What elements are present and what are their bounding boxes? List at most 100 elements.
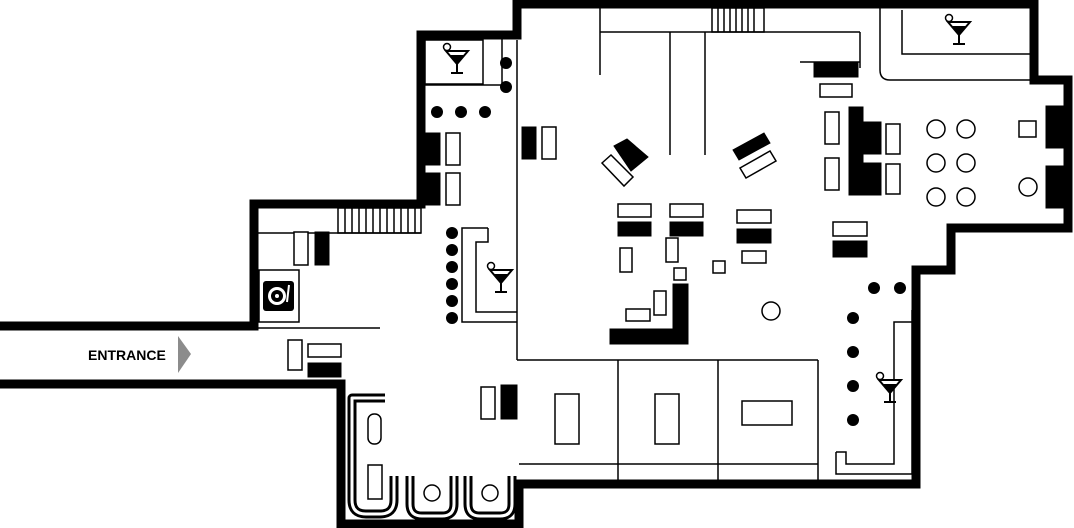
round-tables	[423, 119, 1038, 502]
booth-table	[367, 413, 382, 445]
cocktail-glass-icon	[944, 13, 973, 45]
round-table	[956, 153, 976, 173]
staircase	[711, 7, 765, 33]
sofa	[424, 132, 441, 166]
bar-counters	[424, 10, 1030, 475]
round-table	[956, 119, 976, 139]
chair	[885, 123, 901, 155]
bar-stool	[500, 57, 512, 69]
chair	[741, 250, 767, 264]
bar-stools	[431, 57, 906, 426]
glass-garnish	[486, 261, 496, 271]
chair	[293, 231, 309, 266]
sofa	[1045, 105, 1067, 149]
chair	[480, 386, 496, 420]
glass-garnish	[442, 42, 452, 52]
u-booths	[347, 393, 517, 521]
arrow-right-icon	[178, 336, 191, 373]
sofa	[617, 221, 652, 237]
sofa	[848, 152, 864, 196]
bar-stool	[500, 81, 512, 93]
cocktail-glass-icon	[875, 371, 904, 403]
stair-outline	[711, 7, 765, 33]
sofa	[314, 231, 330, 266]
booth-inner	[350, 396, 396, 516]
sofa	[813, 61, 859, 78]
chair	[885, 163, 901, 195]
bar-counter	[901, 10, 1030, 55]
sofa	[307, 362, 342, 378]
booth-inner	[408, 476, 456, 518]
chair	[712, 260, 726, 274]
glass-garnish	[875, 371, 885, 381]
bar-stool	[446, 244, 458, 256]
sofa	[862, 121, 882, 155]
bar-counter	[461, 227, 517, 323]
chair	[619, 247, 633, 273]
sofa	[609, 283, 689, 345]
bar-counter	[424, 39, 484, 85]
chair	[625, 308, 651, 322]
turntable-icon	[258, 269, 300, 323]
sofa	[832, 240, 868, 258]
bar-stool	[455, 106, 467, 118]
bar-stool	[431, 106, 443, 118]
round-table	[761, 301, 781, 321]
round-table	[1018, 177, 1038, 197]
round-table	[926, 187, 946, 207]
chair	[736, 209, 772, 224]
cocktail-glass-icon	[442, 42, 471, 74]
bar-stool	[847, 312, 859, 324]
chair	[673, 267, 687, 281]
sofa	[862, 162, 882, 196]
chair	[617, 203, 652, 218]
booth-table	[654, 393, 680, 445]
bar-stool	[847, 380, 859, 392]
sofa	[736, 228, 772, 244]
bar-stool	[446, 312, 458, 324]
round-table	[481, 484, 499, 502]
chair	[445, 132, 461, 166]
chair	[1018, 120, 1037, 138]
round-table	[956, 187, 976, 207]
glass-liquid	[494, 274, 508, 282]
turntable-spindle	[275, 294, 279, 298]
bar-stool	[446, 227, 458, 239]
booth-table	[741, 400, 793, 426]
chair	[832, 221, 868, 237]
bar-stool	[847, 414, 859, 426]
chair	[819, 83, 853, 98]
sofa	[613, 138, 649, 172]
bar-counter	[475, 228, 517, 313]
round-table	[926, 119, 946, 139]
chair	[665, 237, 679, 263]
sofas	[307, 61, 1067, 420]
chairs	[287, 83, 1037, 500]
bar-stool	[894, 282, 906, 294]
chair	[307, 343, 342, 358]
sofa	[1045, 165, 1067, 209]
chair	[367, 464, 383, 500]
sofa	[424, 172, 441, 206]
booth-inner	[466, 476, 514, 518]
sofa	[669, 221, 704, 237]
bar-stool	[446, 278, 458, 290]
sofa	[848, 106, 864, 153]
chair	[824, 111, 840, 145]
round-table	[926, 153, 946, 173]
booth-table	[554, 393, 580, 445]
bar-counter	[835, 310, 913, 475]
chair	[445, 172, 461, 206]
glass-liquid	[883, 384, 897, 392]
sofa	[732, 132, 771, 161]
chair	[287, 339, 303, 371]
bar-stool	[446, 295, 458, 307]
entrance-label: ENTRANCE	[88, 347, 166, 363]
chair	[824, 157, 840, 191]
bar-stool	[446, 261, 458, 273]
bar-stool	[847, 346, 859, 358]
partition-line	[879, 8, 1030, 81]
chair	[600, 153, 635, 188]
